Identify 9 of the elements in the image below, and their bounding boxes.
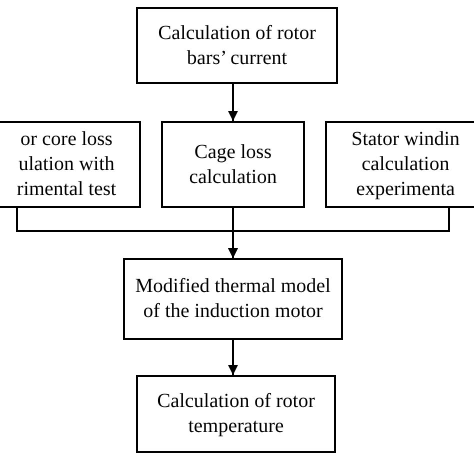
process-box: Modified thermal model of the induction motor [123, 258, 343, 340]
process-box: Cage loss calculation [161, 121, 305, 208]
process-box: Calculation of rotor temperature [136, 375, 336, 453]
process-box: or core loss ulation with rimental test [0, 121, 141, 208]
arrow [228, 208, 450, 258]
arrow [228, 340, 238, 375]
process-box: Stator windin calculation experimenta [325, 121, 474, 208]
process-box: Calculation of rotor bars’ current [136, 7, 338, 84]
arrow [228, 84, 238, 121]
